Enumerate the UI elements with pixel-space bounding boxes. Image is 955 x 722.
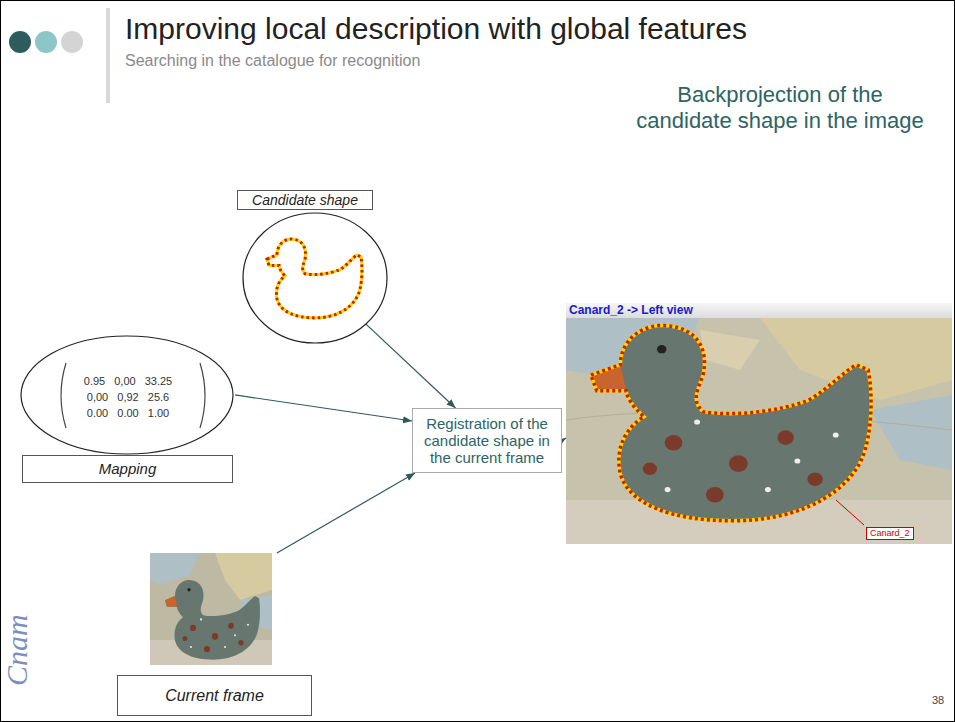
window-header: Canard_2 -> Left view: [566, 303, 952, 318]
backprojection-image: Canard_2 -> Left viewCanard_2: [566, 303, 952, 544]
page-number: 38: [932, 694, 944, 706]
node-title: Candidate shape: [237, 190, 373, 210]
mapping-matrix: 0.95 0,00 33.25 0,00 0,92 25.6 0.00 0.00 1…: [20, 335, 235, 483]
node-title: Current frame: [117, 675, 312, 716]
candidate-outline: [267, 239, 362, 318]
matrix-row: 0,00 0,92 25.6: [48, 390, 208, 404]
current-frame-photo: [150, 553, 272, 665]
node-title: Mapping: [22, 455, 233, 483]
matrix-row: 0.95 0,00 33.25: [48, 374, 208, 388]
callout-label: Canard_2: [866, 527, 914, 540]
ellipse-outline: [237, 190, 388, 345]
slide-title: Improving local description with global …: [125, 12, 747, 46]
arrow-connector: [562, 438, 566, 441]
process-text: Registration of the candidate shape in t…: [418, 415, 556, 466]
ellipse-outline: [21, 336, 233, 454]
section-note: Backprojection of the candidate shape in…: [632, 82, 928, 134]
backprojection-photo: [566, 318, 952, 544]
arrow-connector: [277, 473, 415, 553]
slide-subtitle: Searching in the catalogue for recogniti…: [125, 52, 420, 70]
current-frame: Current frame: [117, 553, 312, 716]
title-bar: [106, 8, 110, 103]
ellipse-outline: [243, 213, 387, 343]
bullet-dots: [9, 31, 83, 53]
registration-box: Registration of the candidate shape in t…: [412, 408, 562, 473]
candidate-shape: Candidate shape: [237, 190, 388, 345]
logo-text: Cnam: [3, 614, 31, 686]
arrow-connector: [235, 395, 412, 421]
arrow-connector: [366, 324, 456, 408]
matrix-row: 0.00 0.00 1.00: [48, 406, 208, 420]
